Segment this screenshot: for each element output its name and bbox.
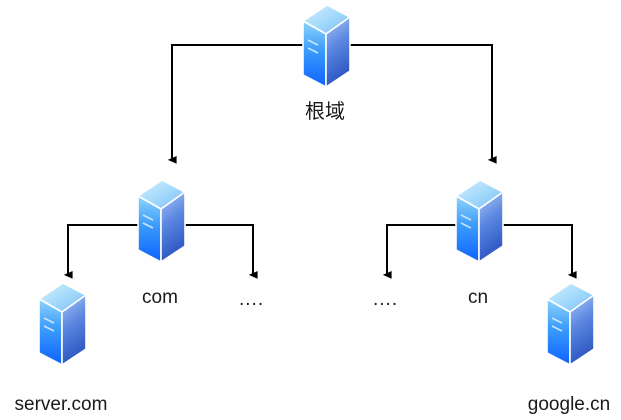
node-google-cn[interactable]: google.cn <box>528 281 610 415</box>
server-icon <box>37 282 88 367</box>
server-icon <box>136 179 187 264</box>
edge-cn-to-other <box>382 224 478 279</box>
placeholder-label-com-other: .... <box>239 289 265 310</box>
edge-root-to-cn <box>325 44 497 164</box>
edge-com-to-other <box>160 224 258 279</box>
node-label-google-cn: google.cn <box>527 394 611 415</box>
node-root[interactable]: 根域 <box>297 3 353 123</box>
node-label-cn: cn <box>467 287 489 308</box>
node-cn[interactable]: cn <box>450 178 506 308</box>
server-icon <box>301 4 352 89</box>
server-icon <box>454 179 505 264</box>
node-label-server-com: server.com <box>14 394 108 415</box>
node-server-com[interactable]: server.com <box>15 281 107 415</box>
edge-com-to-server-com <box>63 224 160 279</box>
node-label-root: 根域 <box>305 101 345 123</box>
server-icon <box>545 282 596 367</box>
placeholder-label-cn-other: .... <box>373 289 399 310</box>
node-label-com: com <box>142 287 178 308</box>
node-com[interactable]: com <box>132 178 188 308</box>
edge-cn-to-google-cn <box>478 224 577 279</box>
edge-root-to-com <box>167 44 325 164</box>
